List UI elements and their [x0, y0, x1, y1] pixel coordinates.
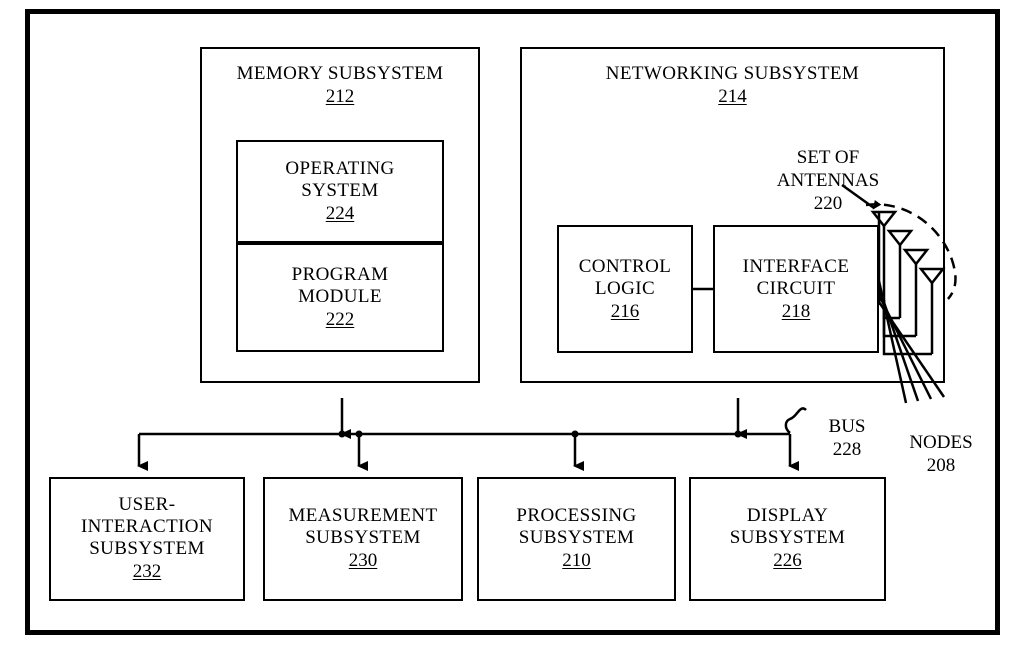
- callout-nodes-number: 208: [926, 455, 956, 476]
- block-processing-subsystem-number: 210: [562, 549, 591, 571]
- block-operating-system-number: 224: [325, 203, 355, 224]
- block-display-subsystem: DISPLAY SUBSYSTEM 226: [689, 477, 886, 601]
- block-control-logic: CONTROL LOGIC 216: [557, 225, 693, 353]
- block-memory-subsystem-title: MEMORY SUBSYSTEM: [236, 63, 444, 84]
- block-interface-circuit-title: INTERFACE CIRCUIT: [742, 255, 850, 299]
- callout-bus: BUS 228: [812, 392, 882, 484]
- block-user-interaction-subsystem: USER- INTERACTION SUBSYSTEM 232: [49, 477, 245, 601]
- callout-bus-number: 228: [832, 439, 862, 460]
- block-interface-circuit: INTERFACE CIRCUIT 218: [713, 225, 879, 353]
- block-operating-system: OPERATING SYSTEM 224: [236, 140, 444, 243]
- block-processing-subsystem-title: PROCESSING SUBSYSTEM: [516, 504, 637, 548]
- block-processing-subsystem: PROCESSING SUBSYSTEM 210: [477, 477, 676, 601]
- callout-nodes-title: NODES: [909, 432, 973, 453]
- block-program-module: PROGRAM MODULE 222: [236, 243, 444, 352]
- block-user-interaction-subsystem-number: 232: [132, 560, 162, 582]
- block-display-subsystem-number: 226: [773, 549, 802, 571]
- callout-set-of-antennas-title: SET OF ANTENNAS: [776, 147, 880, 191]
- block-display-subsystem-title: DISPLAY SUBSYSTEM: [729, 504, 846, 548]
- block-control-logic-number: 216: [610, 300, 640, 322]
- block-program-module-title: PROGRAM MODULE: [291, 264, 389, 307]
- block-networking-subsystem-title: NETWORKING SUBSYSTEM: [605, 63, 860, 84]
- callout-set-of-antennas-number: 220: [813, 193, 843, 214]
- block-networking-subsystem-number: 214: [718, 86, 747, 107]
- block-measurement-subsystem-title: MEASUREMENT SUBSYSTEM: [288, 504, 438, 548]
- callout-nodes: NODES 208: [898, 408, 984, 500]
- block-memory-subsystem-number: 212: [325, 86, 355, 107]
- callout-bus-title: BUS: [828, 416, 866, 437]
- block-user-interaction-subsystem-title: USER- INTERACTION SUBSYSTEM: [80, 493, 214, 559]
- block-operating-system-title: OPERATING SYSTEM: [285, 158, 395, 201]
- block-interface-circuit-number: 218: [781, 300, 811, 322]
- block-program-module-number: 222: [325, 309, 355, 330]
- callout-set-of-antennas: SET OF ANTENNAS 220: [748, 123, 908, 238]
- block-control-logic-title: CONTROL LOGIC: [578, 255, 672, 299]
- block-measurement-subsystem-number: 230: [348, 549, 378, 571]
- block-measurement-subsystem: MEASUREMENT SUBSYSTEM 230: [263, 477, 463, 601]
